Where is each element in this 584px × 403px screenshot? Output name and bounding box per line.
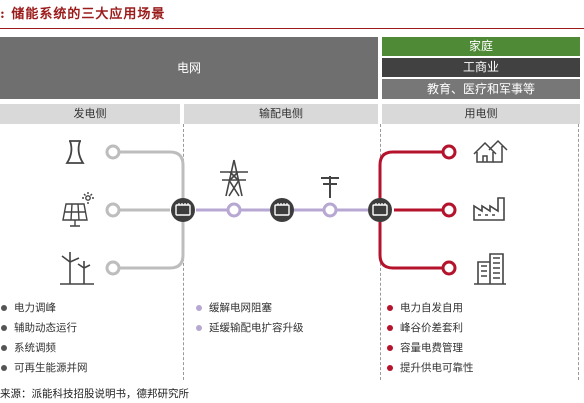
generation-nodes [105, 144, 121, 276]
wind-turbine-icon [60, 252, 94, 285]
user-row-industry: 工商业 [382, 58, 580, 77]
list-item: 容量电费管理 [386, 338, 474, 358]
list-item: 峰谷价差套利 [386, 318, 474, 338]
section-header-consumption: 用电侧 [382, 104, 580, 124]
cooling-tower-icon [65, 140, 85, 164]
grid-band [0, 37, 378, 99]
battery-icon [171, 198, 195, 222]
list-item: 延缓输配电扩容升级 [195, 318, 304, 338]
page-title: : 储能系统的三大应用场景 [0, 7, 166, 22]
factory-icon [473, 197, 505, 221]
grid-label: 电网 [176, 61, 201, 75]
list-item: 辅助动态运行 [0, 318, 88, 338]
office-building-icon [474, 253, 506, 285]
generation-bullets: 电力调峰 辅助动态运行 系统调频 可再生能源并网 [0, 298, 88, 378]
house-icon [473, 139, 508, 163]
utility-pole-icon [321, 176, 339, 198]
divider-edge [578, 124, 579, 380]
list-item: 缓解电网阻塞 [195, 298, 304, 318]
list-item: 可再生能源并网 [0, 358, 88, 378]
user-row-education: 教育、医疗和军事等 [382, 79, 580, 99]
user-row-home: 家庭 [382, 37, 580, 56]
solar-panel-icon [62, 192, 94, 227]
list-item: 电力调峰 [0, 298, 88, 318]
transmission-tower-icon [220, 159, 248, 197]
title-rule [0, 28, 584, 29]
battery-icon [368, 198, 392, 222]
transmission-nodes [226, 202, 338, 218]
battery-icon [270, 198, 294, 222]
source-note: 来源：派能科技招股说明书，德邦研究所 [0, 388, 189, 400]
consumption-bullets: 电力自发自用 峰谷价差套利 容量电费管理 提升供电可靠性 [386, 298, 474, 378]
list-item: 电力自发自用 [386, 298, 474, 318]
consumption-nodes [441, 144, 457, 276]
transmission-bullets: 缓解电网阻塞 延缓输配电扩容升级 [195, 298, 304, 338]
section-header-generation: 发电侧 [0, 104, 180, 124]
list-item: 提升供电可靠性 [386, 358, 474, 378]
section-header-transmission: 输配电侧 [184, 104, 378, 124]
list-item: 系统调频 [0, 338, 88, 358]
